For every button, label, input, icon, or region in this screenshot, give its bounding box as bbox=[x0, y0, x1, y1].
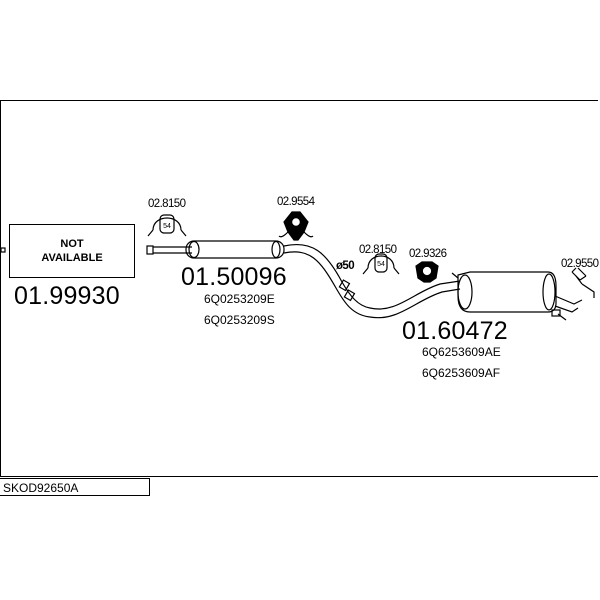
catalog-code-box: SKOD92650A bbox=[0, 478, 150, 496]
not-available-line1: NOT bbox=[60, 238, 84, 250]
middle-silencer-number: 01.50096 bbox=[181, 263, 287, 291]
not-available-box: NOT AVAILABLE bbox=[9, 224, 135, 278]
hanger-rear-label: 02.9326 bbox=[409, 248, 447, 260]
front-pipe-number: 01.99930 bbox=[14, 282, 120, 310]
clamp-front-icon bbox=[147, 214, 187, 237]
hanger-front-label: 02.9554 bbox=[277, 196, 315, 208]
rear-silencer-number: 01.60472 bbox=[402, 317, 508, 345]
hanger-tail-icon bbox=[571, 267, 595, 298]
clamp-front-size: 54 bbox=[163, 223, 171, 230]
rear-silencer-oem-1: 6Q6253609AE bbox=[422, 345, 501, 359]
hanger-tail-label: 02.9550 bbox=[561, 258, 599, 270]
middle-silencer-body bbox=[185, 240, 285, 259]
not-available-line2: AVAILABLE bbox=[41, 252, 103, 264]
front-pipe-stub bbox=[146, 245, 192, 255]
hanger-front-icon bbox=[278, 211, 314, 241]
rear-silencer-oem-2: 6Q6253609AF bbox=[422, 366, 501, 380]
catalog-code: SKOD92650A bbox=[3, 481, 79, 495]
diagram-frame bbox=[0, 100, 598, 477]
clamp-front-label: 02.8150 bbox=[148, 198, 186, 210]
connecting-pipe bbox=[283, 243, 461, 319]
rear-silencer-body bbox=[451, 271, 557, 313]
clamp-rear-icon bbox=[362, 253, 400, 275]
clamp-rear-label: 02.8150 bbox=[359, 244, 397, 256]
tail-pipe bbox=[551, 295, 583, 321]
middle-silencer-oem-2: 6Q0253209S bbox=[204, 313, 275, 327]
pipe-diameter-label: ø50 bbox=[336, 260, 355, 272]
middle-silencer-oem-1: 6Q0253209E bbox=[204, 292, 275, 306]
hanger-rear-icon bbox=[415, 261, 439, 283]
clamp-rear-size: 54 bbox=[377, 261, 385, 268]
connector-square bbox=[0, 247, 6, 253]
